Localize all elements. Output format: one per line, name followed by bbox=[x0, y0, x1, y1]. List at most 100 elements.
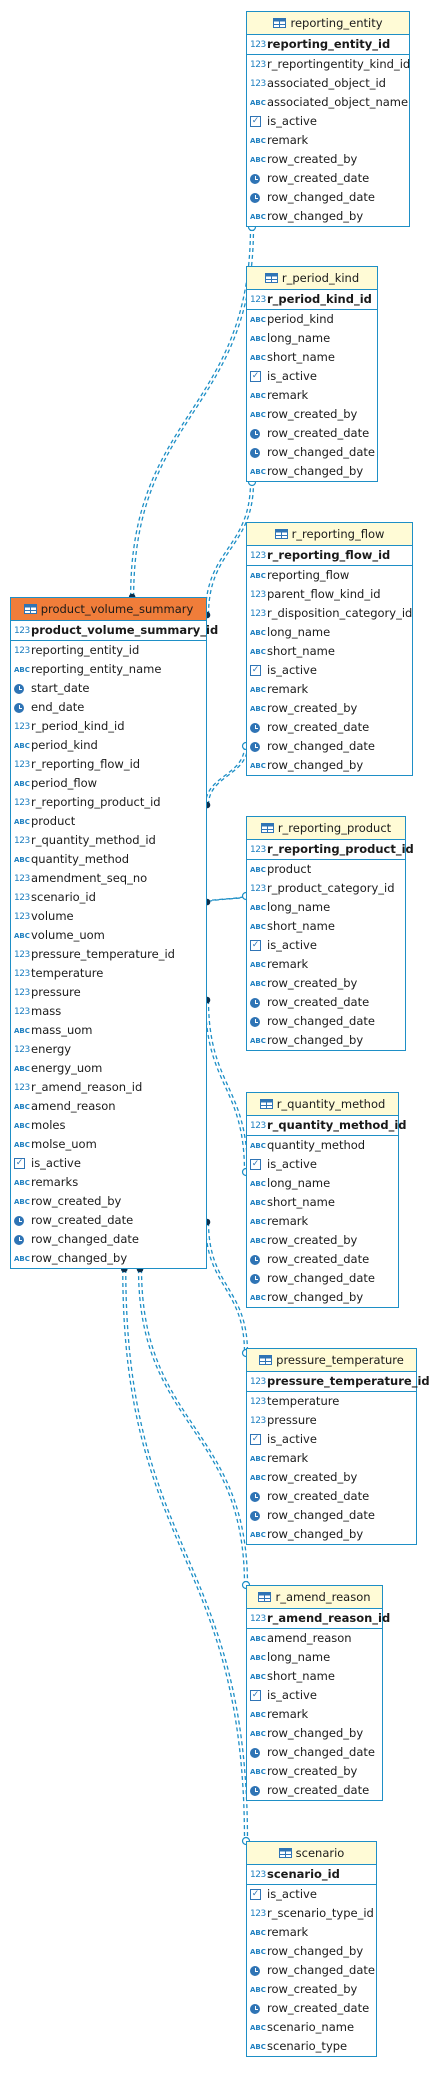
column-row[interactable]: ABCrow_created_by bbox=[247, 150, 409, 169]
column-row[interactable]: 123r_disposition_category_id bbox=[247, 604, 412, 623]
primary-key-column[interactable]: 123r_quantity_method_id bbox=[247, 1116, 407, 1136]
column-row[interactable]: ABCrow_created_by bbox=[247, 405, 377, 424]
column-row[interactable]: ✓is_active bbox=[247, 367, 377, 386]
entity-header[interactable]: r_amend_reason bbox=[247, 1586, 382, 1609]
entity-header[interactable]: r_period_kind bbox=[247, 267, 377, 290]
primary-key-column[interactable]: 123scenario_id bbox=[247, 1865, 376, 1885]
column-row[interactable]: 123volume bbox=[11, 907, 206, 926]
column-row[interactable]: ABCmass_uom bbox=[11, 1021, 206, 1040]
column-row[interactable]: row_created_date bbox=[247, 1781, 382, 1800]
column-row[interactable]: ABCproduct bbox=[11, 812, 206, 831]
column-row[interactable]: 123pressure bbox=[247, 1411, 416, 1430]
column-row[interactable]: ABCscenario_name bbox=[247, 2018, 376, 2037]
column-row[interactable]: ABCremark bbox=[247, 386, 377, 405]
primary-key-column[interactable]: 123product_volume_summary_id bbox=[11, 621, 218, 641]
primary-key-column[interactable]: 123r_reporting_product_id bbox=[247, 840, 414, 860]
column-row[interactable]: ABCremark bbox=[247, 131, 409, 150]
column-row[interactable]: row_created_date bbox=[11, 1211, 206, 1230]
column-row[interactable]: ABCrow_created_by bbox=[247, 699, 412, 718]
column-row[interactable]: 123parent_flow_kind_id bbox=[247, 585, 412, 604]
column-row[interactable]: 123r_reporting_flow_id bbox=[11, 755, 206, 774]
entity-header[interactable]: r_reporting_flow bbox=[247, 523, 412, 546]
column-row[interactable]: row_created_date bbox=[247, 169, 409, 188]
column-row[interactable]: ABCamend_reason bbox=[247, 1629, 382, 1648]
column-row[interactable]: ABCrow_changed_by bbox=[11, 1249, 206, 1268]
column-row[interactable]: ABCperiod_flow bbox=[11, 774, 206, 793]
column-row[interactable]: 123reporting_entity_id bbox=[11, 641, 206, 660]
column-row[interactable]: start_date bbox=[11, 679, 206, 698]
column-row[interactable]: 123pressure bbox=[11, 983, 206, 1002]
column-row[interactable]: ABCmolse_uom bbox=[11, 1135, 206, 1154]
column-row[interactable]: 123temperature bbox=[11, 964, 206, 983]
column-row[interactable]: ABCrow_changed_by bbox=[247, 462, 377, 481]
column-row[interactable]: ABCmoles bbox=[11, 1116, 206, 1135]
column-row[interactable]: ABClong_name bbox=[247, 623, 412, 642]
entity-header[interactable]: reporting_entity bbox=[247, 12, 409, 35]
column-row[interactable]: ABCrow_changed_by bbox=[247, 1031, 405, 1050]
column-row[interactable]: row_created_date bbox=[247, 1999, 376, 2018]
column-row[interactable]: ABCremark bbox=[247, 1923, 376, 1942]
column-row[interactable]: ABCrow_changed_by bbox=[247, 1942, 376, 1961]
column-row[interactable]: ABCreporting_flow bbox=[247, 566, 412, 585]
column-row[interactable]: ✓is_active bbox=[247, 1155, 398, 1174]
entity-header[interactable]: scenario bbox=[247, 1842, 376, 1865]
column-row[interactable]: ABCrow_created_by bbox=[11, 1192, 206, 1211]
column-row[interactable]: ✓is_active bbox=[247, 1686, 382, 1705]
column-row[interactable]: ✓is_active bbox=[247, 1885, 376, 1904]
column-row[interactable]: ABCremark bbox=[247, 1212, 398, 1231]
column-row[interactable]: ABCremark bbox=[247, 680, 412, 699]
primary-key-column[interactable]: 123reporting_entity_id bbox=[247, 35, 409, 55]
column-row[interactable]: row_changed_date bbox=[247, 737, 412, 756]
column-row[interactable]: ABCreporting_entity_name bbox=[11, 660, 206, 679]
column-row[interactable]: ✓is_active bbox=[247, 936, 405, 955]
column-row[interactable]: row_changed_date bbox=[247, 443, 377, 462]
column-row[interactable]: ABCremarks bbox=[11, 1173, 206, 1192]
column-row[interactable]: row_changed_date bbox=[247, 1269, 398, 1288]
column-row[interactable]: 123associated_object_id bbox=[247, 74, 409, 93]
column-row[interactable]: 123r_product_category_id bbox=[247, 879, 405, 898]
column-row[interactable]: ABClong_name bbox=[247, 898, 405, 917]
primary-key-column[interactable]: 123r_amend_reason_id bbox=[247, 1609, 390, 1629]
column-row[interactable]: 123r_reporting_product_id bbox=[11, 793, 206, 812]
column-row[interactable]: ABCrow_changed_by bbox=[247, 756, 412, 775]
column-row[interactable]: ABCenergy_uom bbox=[11, 1059, 206, 1078]
entity-header[interactable]: product_volume_summary bbox=[11, 598, 206, 621]
column-row[interactable]: ABCremark bbox=[247, 955, 405, 974]
column-row[interactable]: ABCshort_name bbox=[247, 642, 412, 661]
column-row[interactable]: ABCproduct bbox=[247, 860, 405, 879]
column-row[interactable]: 123scenario_id bbox=[11, 888, 206, 907]
column-row[interactable]: row_created_date bbox=[247, 993, 405, 1012]
column-row[interactable]: row_changed_date bbox=[247, 1743, 382, 1762]
column-row[interactable]: ABCrow_changed_by bbox=[247, 207, 409, 226]
column-row[interactable]: 123r_reportingentity_kind_id bbox=[247, 55, 410, 74]
column-row[interactable]: ABCshort_name bbox=[247, 1193, 398, 1212]
column-row[interactable]: 123r_quantity_method_id bbox=[11, 831, 206, 850]
column-row[interactable]: row_changed_date bbox=[247, 188, 409, 207]
column-row[interactable]: ✓is_active bbox=[11, 1154, 206, 1173]
column-row[interactable]: ABCassociated_object_name bbox=[247, 93, 409, 112]
primary-key-column[interactable]: 123r_period_kind_id bbox=[247, 290, 377, 310]
column-row[interactable]: ABCquantity_method bbox=[11, 850, 206, 869]
column-row[interactable]: ✓is_active bbox=[247, 661, 412, 680]
column-row[interactable]: row_changed_date bbox=[247, 1012, 405, 1031]
column-row[interactable]: ABCshort_name bbox=[247, 1667, 382, 1686]
column-row[interactable]: ABCshort_name bbox=[247, 917, 405, 936]
column-row[interactable]: ABCrow_created_by bbox=[247, 1762, 382, 1781]
column-row[interactable]: 123mass bbox=[11, 1002, 206, 1021]
column-row[interactable]: 123temperature bbox=[247, 1392, 416, 1411]
column-row[interactable]: row_changed_date bbox=[11, 1230, 206, 1249]
entity-header[interactable]: r_quantity_method bbox=[247, 1093, 398, 1116]
column-row[interactable]: ABCperiod_kind bbox=[11, 736, 206, 755]
column-row[interactable]: row_created_date bbox=[247, 1250, 398, 1269]
column-row[interactable]: ABCremark bbox=[247, 1449, 416, 1468]
column-row[interactable]: ABClong_name bbox=[247, 1648, 382, 1667]
column-row[interactable]: ABCamend_reason bbox=[11, 1097, 206, 1116]
column-row[interactable]: row_changed_date bbox=[247, 1961, 376, 1980]
